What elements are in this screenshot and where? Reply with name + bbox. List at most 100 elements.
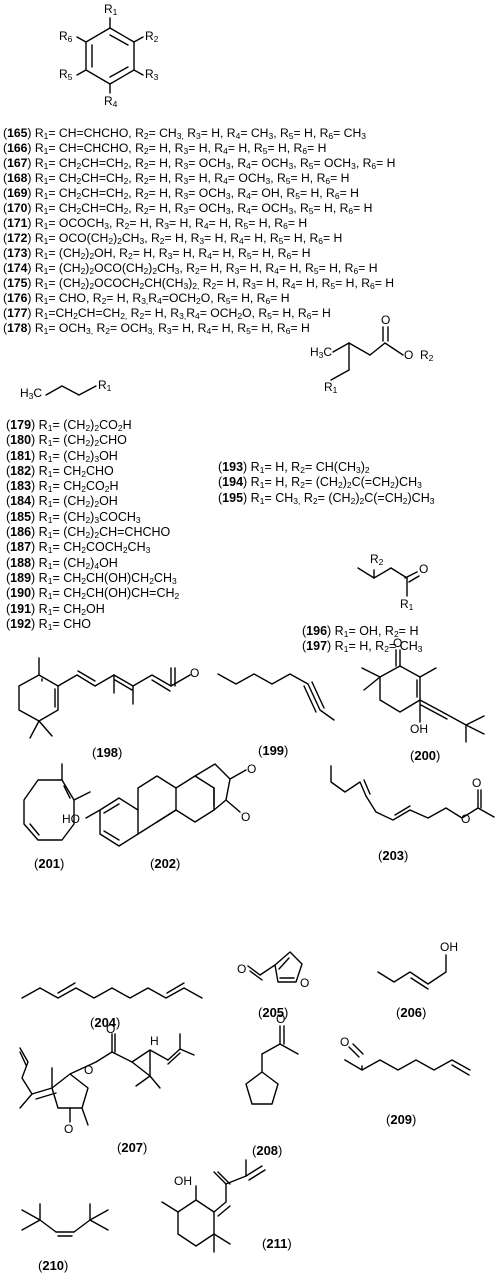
compound-row-182: (182) R1= CH2CHO [6,463,114,479]
label-209: (209) [386,1112,417,1127]
compound-row-187: (187) R1= CH2COCH2CH3 [6,540,151,556]
compound-row-174: (174) R1= (CH2)2OCO(CH2)2CH3, R2= H, R3=… [3,261,378,276]
ester-skeleton [330,326,404,381]
benzene-r5-label: R5 [59,67,73,82]
compound-row-181: (181) R1= (CH2)3OH [6,448,118,464]
label-206: (206) [396,1005,427,1020]
s202-ho-label: HO [62,812,80,826]
compound-row-175: (175) R1= (CH2)2OCOCH2CH(CH3)2, R2= H, R… [3,276,395,291]
label-208: (208) [252,1143,283,1158]
benzene-ring [76,17,144,94]
compound-row-196: (196) R1= OH, R2= H [302,624,419,639]
s198-o-label: O [190,666,200,680]
compound-row-165: (165) R1= CH=CHCHO, R2= CH3, R3= H, R4= … [3,126,366,141]
compound-row-170: (170) R1= CH2CH=CH2, R2= H, R3= OCH3, R4… [3,201,373,216]
compound-row-178: (178) R1= OCH3, R2= OCH3, R3= H, R4= H, … [3,321,310,336]
s207-o1-label: O [84,1063,94,1077]
ketone-r1-label: R1 [400,597,414,612]
ketone-o-label: O [419,562,429,576]
structure-210 [21,1203,109,1237]
s200-o-label: O [393,636,403,650]
label-200: (200) [410,748,441,763]
label-201: (201) [34,856,65,871]
compound-row-188: (188) R1= (CH2)4OH [6,555,118,571]
compound-row-197: (197) R1= H, R2= CH3 [302,639,423,655]
structure-199 [217,673,335,721]
compound-row-186: (186) R1= (CH2)2CH=CHCHO [6,525,171,541]
compound-row-185: (185) R1= (CH2)3COCH3 [6,509,141,525]
structure-207 [19,1033,195,1126]
ester-o-label: O [404,348,414,362]
structure-201 [23,763,91,841]
ester-compound-list: (193) R1= H, R2= CH(CH3)2(194) R1= H, R2… [218,460,434,506]
aliphatic-compound-list: (179) R1= (CH2)2CO2H(180) R1= (CH2)2CHO(… [6,418,179,632]
s206-oh-label: OH [440,940,458,954]
compound-row-192: (192) R1= CHO [6,616,91,632]
label-204: (204) [90,1015,121,1030]
compound-row-179: (179) R1= (CH2)2CO2H [6,418,132,433]
compound-row-191: (191) R1= CH2OH [6,601,105,617]
structure-205 [247,951,303,983]
compound-row-172: (172) R1= OCO(CH2)2CH3, R2= H, R3= H, R4… [3,231,343,246]
ketone-skeleton [357,567,420,597]
ketone-r2-label: R2 [370,552,384,567]
benzene-r3-label: R3 [145,67,159,82]
compound-row-169: (169) R1= CH2CH=CH2, R2= H, R3= OCH3, R4… [3,186,359,201]
s208-o-label: O [276,1012,286,1026]
s207-h-label: H [150,1034,159,1048]
s202-o1-label: O [247,762,257,776]
s207-o2-label: O [106,1022,116,1036]
structure-198 [18,657,191,739]
aliphatic-r1-label: R1 [98,378,112,393]
structure-200 [361,649,485,743]
structure-208 [245,1025,299,1105]
s203-o1-label: O [472,776,482,790]
compound-row-180: (180) R1= (CH2)2CHO [6,433,127,449]
label-205: (205) [258,1005,289,1020]
compound-row-177: (177) R1=CH2CH=CH2, R2= H, R3,R4= OCH2O,… [3,306,331,321]
compound-row-194: (194) R1= H, R2= (CH2)2C(=CH2)CH3 [218,475,422,491]
benzene-r2-label: R2 [145,29,159,44]
compound-row-168: (168) R1= CH2CH=CH2, R2= H, R3= H, R4= O… [3,171,350,186]
s203-o2-label: O [461,812,471,826]
structure-204 [21,982,203,999]
label-203: (203) [378,848,409,863]
label-207: (207) [117,1140,148,1155]
aliphatic-h3c-label: H3C [20,386,43,401]
benzene-r4-label: R4 [104,94,118,109]
compound-row-193: (193) R1= H, R2= CH(CH3)2 [218,460,370,475]
label-202: (202) [150,856,181,871]
structure-202 [85,763,247,847]
structure-206 [377,954,447,990]
ester-h3c-label: H3C [310,345,333,360]
structure-203 [330,765,495,821]
s207-o3-label: O [64,1122,74,1136]
s205-o1-label: O [237,962,247,976]
compound-row-184: (184) R1= (CH2)2OH [6,494,118,510]
compound-row-176: (176) R1= CHO, R2= H, R3,R4=OCH2O, R5= H… [3,291,290,306]
s209-o-label: O [340,1035,350,1049]
s205-o2-label: O [300,976,310,990]
compound-row-189: (189) R1= CH2CH(OH)CH2CH3 [6,570,177,586]
s200-oh-label: OH [410,722,428,736]
compound-row-167: (167) R1= CH2CH=CH2, R2= H, R3= OCH3, R4… [3,156,396,171]
label-198: (198) [92,745,123,760]
compound-row-166: (166) R1= CH=CHCHO, R2= H, R3= H, R4= H,… [3,141,327,156]
ketone-compound-list: (196) R1= OH, R2= H(197) R1= H, R2= CH3 [302,624,423,655]
butyl-chain [45,385,97,396]
compound-row-173: (173) R1= (CH2)2OH, R2= H, R3= H, R4= H,… [3,246,311,261]
ester-r2-label: R2 [420,348,434,363]
structure-211 [161,1159,266,1253]
compound-row-190: (190) R1= CH2CH(OH)CH=CH2 [6,586,180,602]
label-199: (199) [258,743,289,758]
benzene-r1-label: R1 [104,2,118,17]
compound-row-183: (183) R1= CH2CO2H [6,479,119,495]
compound-row-195: (195) R1= CH3, R2= (CH2)2C(=CH2)CH3 [218,490,435,506]
ester-r1-label: R1 [324,380,338,395]
label-211: (211) [262,1236,292,1251]
ester-carbonyl-o-label: O [381,313,391,327]
benzene-r6-label: R6 [59,29,73,44]
s202-o2-label: O [241,810,251,824]
compound-row-171: (171) R1= OCOCH3, R2= H, R3= H, R4= H, R… [3,216,308,231]
